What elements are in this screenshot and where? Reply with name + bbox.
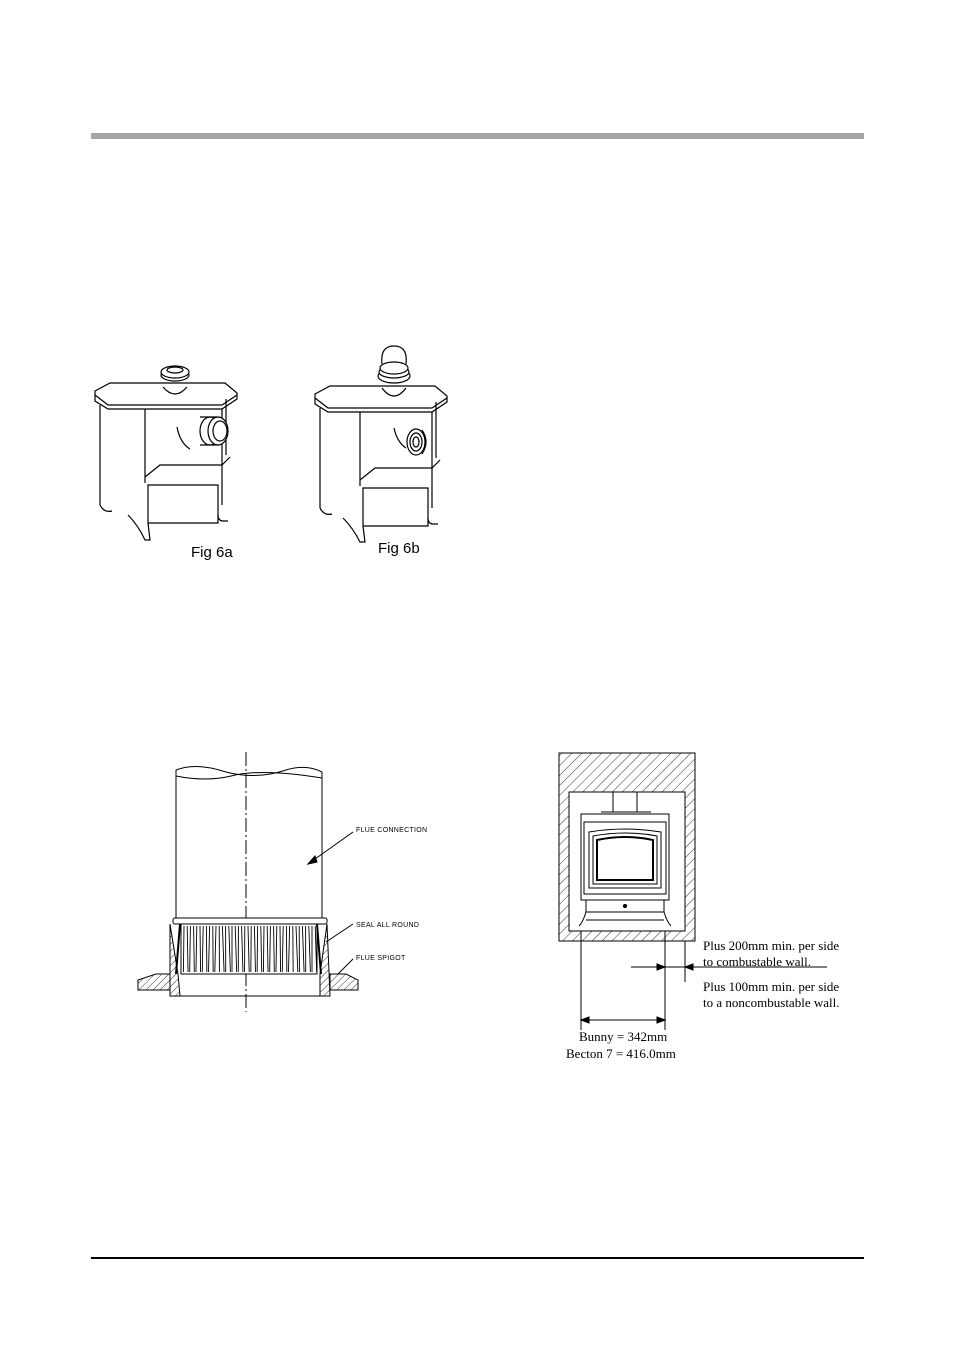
seal-stroke [263, 926, 264, 972]
label-seal-all-round: SEAL ALL ROUND [356, 922, 419, 929]
flue-connection-diagram: FLUE CONNECTION SEAL ALL ROUND FLUE SPIG… [136, 752, 466, 1012]
header-rule [91, 133, 864, 139]
width-bunny: Bunny = 342mm [579, 1029, 667, 1044]
note-combustable-line1: Plus 200mm min. per side [703, 938, 839, 953]
fireplace-clearance-diagram: Plus 200mm min. per side to combustable … [555, 750, 865, 1070]
label-flue-spigot: FLUE SPIGOT [356, 955, 406, 962]
note-noncombustable-line2: to a noncombustable wall. [703, 995, 839, 1010]
fig6a-stove-drawing [90, 355, 250, 550]
fig6b-stove-drawing [310, 342, 470, 537]
footer-rule [91, 1257, 864, 1259]
fig6a-caption: Fig 6a [191, 544, 233, 561]
seal-stroke [200, 926, 201, 972]
width-becton: Becton 7 = 416.0mm [566, 1046, 676, 1061]
seal-stroke [183, 926, 184, 972]
note-combustable-line2: to combustable wall. [703, 954, 811, 969]
note-noncombustable-line1: Plus 100mm min. per side [703, 979, 839, 994]
seal-stroke [280, 926, 281, 972]
label-flue-connection: FLUE CONNECTION [356, 827, 427, 834]
fig6b-caption: Fig 6b [378, 540, 420, 557]
